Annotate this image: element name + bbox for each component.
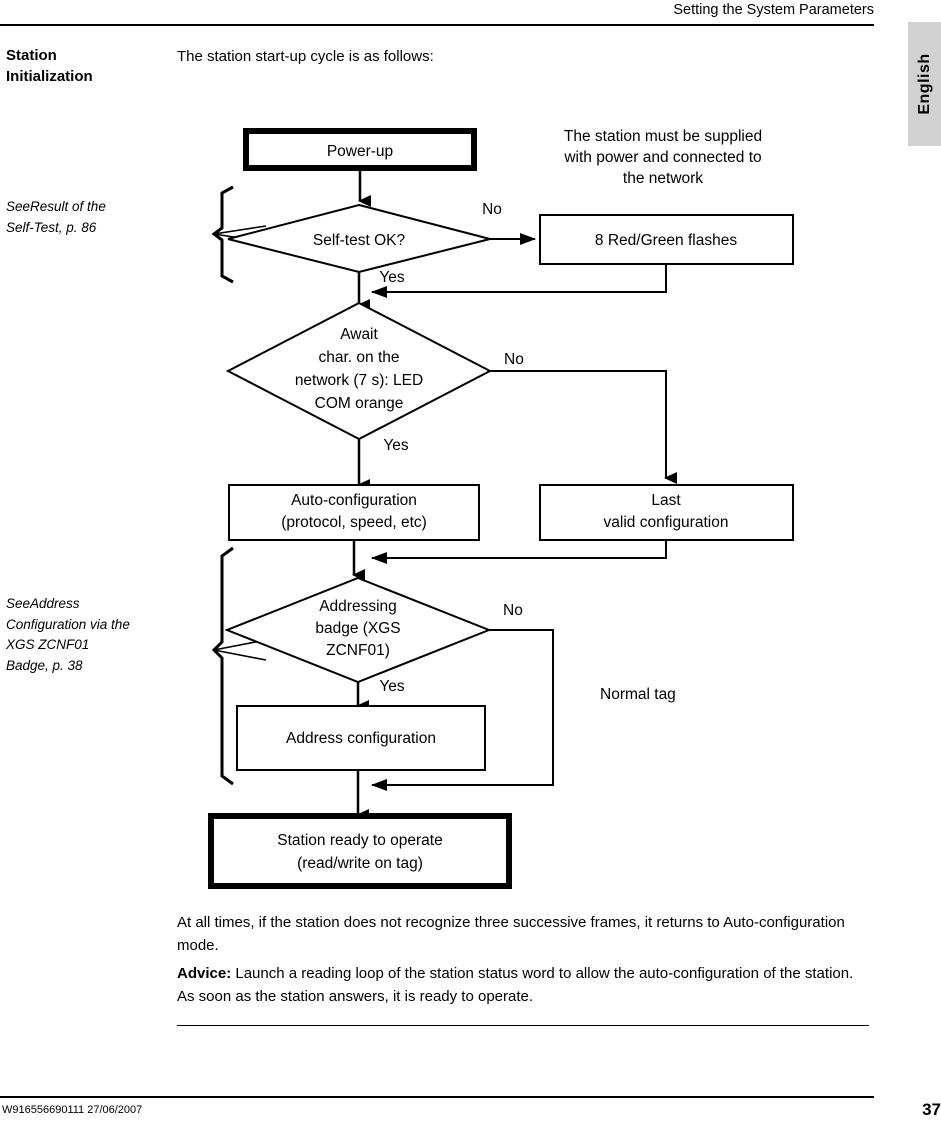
branch-label-selftest-yes: Yes bbox=[379, 269, 405, 286]
node-addressing-badge-line1: Addressing bbox=[319, 598, 397, 615]
node-power-up: Power-up bbox=[243, 128, 477, 171]
intro-paragraph: The station start-up cycle is as follows… bbox=[177, 48, 434, 65]
node-auto-configuration-line1: Auto-configuration bbox=[291, 492, 417, 509]
node-await-char-line1: Await bbox=[340, 326, 378, 343]
branch-label-badge-yes: Yes bbox=[379, 678, 405, 695]
edge-lastconfig-return bbox=[371, 540, 667, 564]
node-red-green-flashes-label: 8 Red/Green flashes bbox=[595, 232, 737, 249]
branch-label-await-no: No bbox=[504, 351, 524, 368]
page-header: Setting the System Parameters bbox=[0, 0, 874, 30]
margin-note-2-line4: Badge, p. 38 bbox=[6, 657, 83, 673]
annotation-power-note: The station must be supplied with power … bbox=[563, 128, 762, 187]
footer-document-number: W916556690111 27/06/2007 bbox=[2, 1104, 143, 1116]
node-await-char-line2: char. on the bbox=[318, 349, 399, 366]
annotation-power-note-line2: with power and connected to bbox=[563, 149, 761, 166]
language-tab-english[interactable]: English bbox=[908, 22, 941, 146]
header-divider bbox=[0, 24, 874, 26]
edge-flashes-return bbox=[371, 264, 667, 298]
paragraph-advice: Advice: Launch a reading loop of the sta… bbox=[177, 963, 869, 1008]
edge-await-no bbox=[490, 370, 677, 484]
node-addressing-badge-line3: ZCNF01) bbox=[326, 642, 390, 659]
node-station-ready-line2: (read/write on tag) bbox=[297, 855, 423, 872]
node-power-up-label: Power-up bbox=[327, 143, 393, 160]
node-address-configuration: Address configuration bbox=[236, 705, 486, 771]
node-station-ready-line1: Station ready to operate bbox=[277, 832, 442, 849]
node-self-test: Self-test OK? bbox=[227, 203, 491, 274]
node-auto-configuration: Auto-configuration (protocol, speed, etc… bbox=[228, 484, 480, 541]
footer-page-number: 37 bbox=[922, 1100, 941, 1119]
section-heading: Station Initialization bbox=[6, 45, 171, 87]
node-await-char: Await char. on the network (7 s): LED CO… bbox=[225, 301, 493, 441]
node-station-ready: Station ready to operate (read/write on … bbox=[208, 813, 512, 889]
margin-note-2-see: See bbox=[6, 596, 31, 611]
margin-note-self-test: SeeResult of the Self-Test, p. 86 bbox=[6, 197, 174, 238]
node-await-char-line3: network (7 s): LED bbox=[295, 372, 423, 389]
margin-note-address-config: SeeAddress Configuration via the XGS ZCN… bbox=[6, 594, 174, 676]
node-addressing-badge-line2: badge (XGS bbox=[315, 620, 400, 637]
advice-text: Launch a reading loop of the station sta… bbox=[177, 965, 854, 1005]
margin-note-2-line1: Address bbox=[30, 596, 80, 611]
node-address-configuration-label: Address configuration bbox=[286, 730, 436, 747]
advice-label: Advice: bbox=[177, 965, 232, 982]
page-title: Setting the System Parameters bbox=[673, 2, 874, 18]
footer-divider bbox=[0, 1096, 874, 1098]
node-red-green-flashes: 8 Red/Green flashes bbox=[539, 214, 794, 265]
branch-label-badge-no: No bbox=[503, 602, 523, 619]
section-heading-line1: Station bbox=[6, 47, 57, 64]
content-bottom-divider bbox=[177, 1025, 869, 1026]
margin-note-1-line1: Result of the bbox=[30, 199, 106, 214]
node-last-valid-configuration: Last valid configuration bbox=[539, 484, 794, 541]
brace-address-config bbox=[211, 546, 267, 786]
paragraph-frame-recovery: At all times, if the station does not re… bbox=[177, 914, 845, 954]
margin-note-1-line2: Self-Test, p. 86 bbox=[6, 219, 97, 235]
margin-note-2-line2: Configuration via the bbox=[6, 616, 130, 632]
annotation-power-note-line3: the network bbox=[623, 170, 703, 187]
node-addressing-badge: Addressing badge (XGS ZCNF01) bbox=[224, 576, 492, 684]
annotation-power-note-line1: The station must be supplied bbox=[564, 128, 762, 145]
node-auto-configuration-line2: (protocol, speed, etc) bbox=[281, 514, 427, 531]
branch-label-selftest-no: No bbox=[482, 201, 502, 218]
node-await-char-line4: COM orange bbox=[315, 395, 404, 412]
node-self-test-label: Self-test OK? bbox=[313, 232, 406, 249]
brace-self-test bbox=[211, 185, 267, 284]
branch-label-await-yes: Yes bbox=[383, 437, 409, 454]
margin-note-2-line3: XGS ZCNF01 bbox=[6, 637, 90, 652]
annotation-normal-tag: Normal tag bbox=[600, 686, 676, 703]
section-heading-line2: Initialization bbox=[6, 68, 93, 85]
node-last-valid-configuration-line2: valid configuration bbox=[604, 514, 729, 531]
margin-note-1-see: See bbox=[6, 199, 31, 214]
language-tab-label: English bbox=[916, 53, 933, 115]
edge-badge-no bbox=[371, 629, 554, 791]
node-last-valid-configuration-line1: Last bbox=[651, 492, 681, 509]
